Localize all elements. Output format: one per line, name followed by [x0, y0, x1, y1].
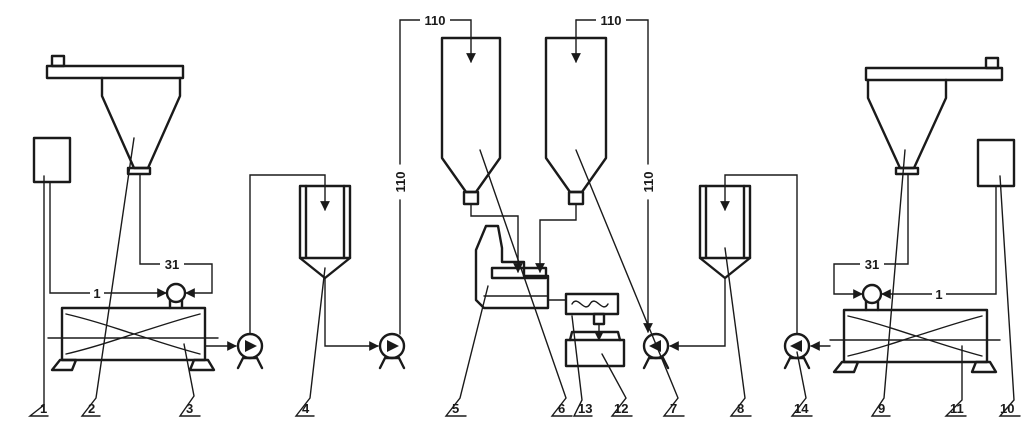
callout-label-7: 7 [670, 401, 677, 416]
callout-label-6: 6 [558, 401, 565, 416]
line-label-1-right: 1 [935, 287, 942, 302]
callout-label-13: 13 [578, 401, 592, 416]
callout-label-10: 10 [1000, 401, 1014, 416]
callout-label-12: 12 [614, 401, 628, 416]
tank-left-1 [32, 136, 72, 184]
screw-mixer-right-11 [829, 308, 1001, 374]
line-label-110-top-left: 110 [425, 13, 446, 28]
dosing-pump-right [861, 283, 883, 312]
callout-label-14: 14 [794, 401, 809, 416]
callout-label-1: 1 [40, 401, 47, 416]
screw-mixer-left-3 [47, 306, 219, 372]
callout-label-11: 11 [950, 401, 964, 416]
line-label-31-right: 31 [865, 257, 879, 272]
line-label-110-vertical-left: 110 [393, 172, 408, 193]
callout-label-2: 2 [88, 401, 95, 416]
pump-right-a [642, 332, 670, 370]
cyclone-left-2 [45, 54, 185, 176]
pump-left-a [236, 332, 264, 370]
line-label-110-vertical-right: 110 [641, 172, 656, 193]
pump-right-14 [783, 332, 811, 370]
callout-label-5: 5 [452, 401, 459, 416]
dosing-pump-left [165, 282, 187, 310]
callout-label-3: 3 [186, 401, 193, 416]
silo-6 [440, 36, 502, 206]
line-label-31-left: 31 [165, 257, 179, 272]
silo-7 [544, 36, 608, 206]
pump-left-b [378, 332, 406, 370]
callout-label-4: 4 [302, 401, 310, 416]
tank-right-10 [976, 138, 1016, 188]
line-label-110-top-right: 110 [601, 13, 622, 28]
cyclone-right-9 [864, 56, 1004, 176]
screw-conveyor-13 [564, 292, 620, 326]
mixer-press-5 [474, 224, 550, 310]
callout-label-8: 8 [737, 401, 744, 416]
callout-label-9: 9 [878, 401, 885, 416]
line-label-1-left: 1 [93, 286, 100, 301]
